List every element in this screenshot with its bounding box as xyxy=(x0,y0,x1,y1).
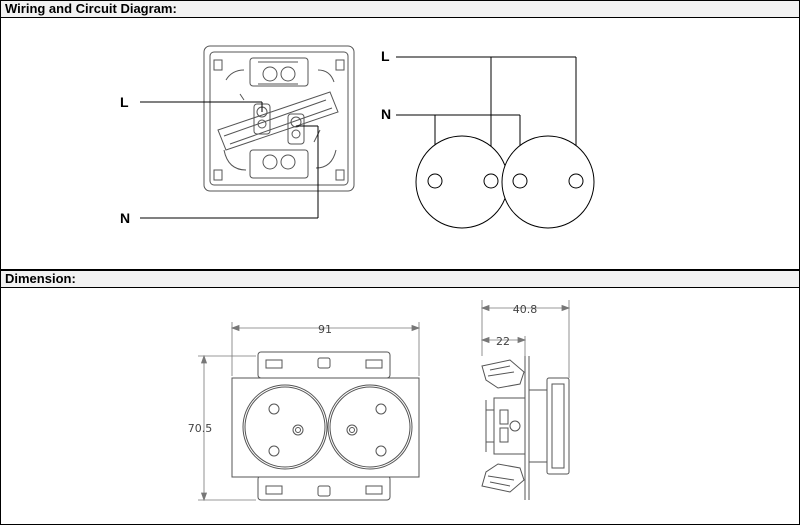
schematic-socket-right xyxy=(501,135,595,229)
depth-partial-dimension-line xyxy=(480,336,527,356)
depth-total-dimension-value: 40.8 xyxy=(513,303,538,316)
dimension-section-header: Dimension: xyxy=(0,270,800,288)
width-dimension-value: 91 xyxy=(318,323,332,336)
photo-L-label: L xyxy=(120,94,129,110)
photo-N-label: N xyxy=(120,210,130,226)
width-dimension-line xyxy=(230,322,421,376)
height-dimension-value: 70.5 xyxy=(188,422,213,435)
photo-N-wire xyxy=(140,125,319,219)
side-view-drawing xyxy=(481,356,570,500)
depth-total-dimension-line xyxy=(480,300,571,378)
photo-L-wire xyxy=(140,101,263,112)
height-dimension-line xyxy=(198,354,256,502)
front-view-drawing xyxy=(231,351,420,501)
dimension-section-title: Dimension: xyxy=(5,271,76,286)
wiring-section-header: Wiring and Circuit Diagram: xyxy=(0,0,800,18)
schematic-N-label: N xyxy=(381,106,391,122)
socket-mechanism-drawing xyxy=(203,45,355,192)
wiring-section-title: Wiring and Circuit Diagram: xyxy=(5,1,177,16)
schematic-socket-left xyxy=(415,135,509,229)
schematic-L-label: L xyxy=(381,48,390,64)
depth-partial-dimension-value: 22 xyxy=(496,335,510,348)
